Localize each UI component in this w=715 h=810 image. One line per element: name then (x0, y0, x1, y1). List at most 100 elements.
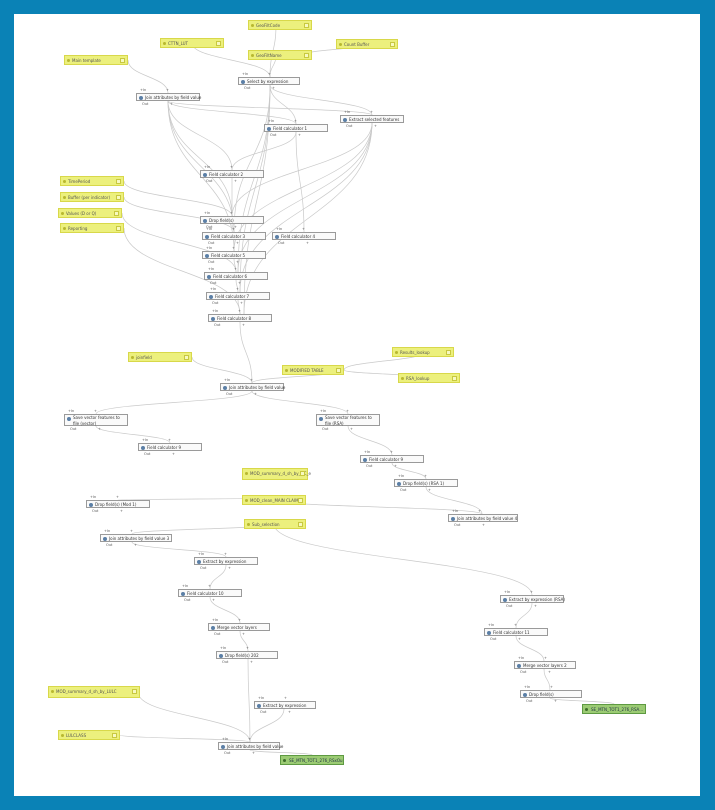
parameter-icon (251, 54, 254, 57)
input-pin[interactable] (298, 522, 303, 527)
input-count-buffer[interactable]: Count Buffer (336, 39, 398, 49)
input-mod-summary-lulc[interactable]: MOD_summary_d_sh_by_LULC (48, 686, 140, 698)
algorithm-icon (267, 127, 271, 131)
input-pin[interactable] (304, 53, 309, 58)
algorithm-join-attributes-final[interactable]: Join attributes by field value (218, 742, 283, 750)
algorithm-icon (487, 631, 491, 635)
connection-wire (119, 734, 251, 743)
algorithm-drop-fields-last[interactable]: Drop field(s) (520, 690, 582, 698)
input-pin[interactable] (120, 58, 125, 63)
input-cttn-lut[interactable]: CTTN_LUT (160, 38, 224, 48)
expand-outputs-toggle: + (134, 543, 137, 547)
input-port-label: +In (204, 211, 211, 215)
algorithm-field-calculator-10[interactable]: Field calculator 10 (178, 589, 242, 597)
algorithm-drop-fields-rsa[interactable]: Drop field(s) (RSA 1) (394, 479, 458, 487)
input-pin[interactable] (304, 23, 309, 28)
input-pin[interactable] (112, 733, 117, 738)
input-values[interactable]: Values (D or Q) (58, 208, 122, 218)
input-pin[interactable] (116, 226, 121, 231)
algorithm-field-calculator-9a[interactable]: Field calculator 9 (138, 443, 202, 451)
algorithm-extract-by-expression-1[interactable]: Extract by expression (194, 557, 258, 565)
algorithm-field-calculator-1[interactable]: Field calculator 1 (264, 124, 328, 132)
expand-inputs-toggle: + (390, 450, 393, 454)
input-pin[interactable] (216, 41, 221, 46)
algorithm-join-attributes-3[interactable]: Join attributes by field value 3 (100, 534, 172, 542)
input-pin[interactable] (452, 376, 457, 381)
input-reporting[interactable]: Reporting (60, 223, 124, 233)
algorithm-label: Save vector features to file (vector) (73, 415, 120, 426)
expand-inputs-toggle: + (230, 211, 233, 215)
algorithm-merge-vector-1[interactable]: Merge vector layers (208, 623, 270, 631)
connection-wire (235, 279, 239, 293)
input-rsa-lookup[interactable]: RSA_lookup (398, 373, 460, 383)
input-sub-selection[interactable]: Sub_selection (244, 519, 306, 529)
algorithm-extract-selected[interactable]: Extract selected features (340, 115, 404, 123)
input-label: LULCLASS (66, 733, 87, 738)
input-label: MOD_clean_MAIN CLAIMS (250, 498, 302, 503)
input-pin[interactable] (116, 179, 121, 184)
input-pin[interactable] (298, 498, 303, 503)
input-pin[interactable] (116, 195, 121, 200)
algorithm-field-calculator-4[interactable]: Field calculator 4 (272, 232, 336, 240)
input-pin[interactable] (446, 350, 451, 355)
algorithm-extract-by-expression-2[interactable]: Extract by expression (254, 701, 316, 709)
connection-wire (273, 523, 533, 596)
algorithm-field-calculator-8[interactable]: Field calculator 8 (208, 314, 272, 322)
algorithm-merge-vector-2[interactable]: Merge vector layers 2 (514, 661, 576, 669)
input-mod-summary-oc[interactable]: MOD_summary_d_sh_by_OC_e (242, 468, 311, 480)
algorithm-field-calculator-11[interactable]: Field calculator 11 (484, 628, 548, 636)
algorithm-save-vector-2[interactable]: Save vector features to file (RSA) (316, 414, 380, 426)
algorithm-drop-fields-202[interactable]: Drop field(s) 202 (216, 651, 278, 659)
input-pin[interactable] (336, 368, 341, 373)
algorithm-icon (103, 537, 107, 541)
connection-wire (209, 564, 227, 590)
algorithm-join-attributes-2[interactable]: Join attributes by field value (220, 383, 285, 391)
algorithm-field-calculator-6[interactable]: Field calculator 6 (204, 272, 268, 280)
input-results-lookup[interactable]: Results_lookup (392, 347, 454, 357)
input-lulclass[interactable]: LULCLASS (58, 730, 120, 740)
expand-outputs-toggle: + (234, 179, 237, 183)
algorithm-field-calculator-5[interactable]: Field calculator 5 (202, 251, 266, 259)
algorithm-field-calculator-2[interactable]: Field calculator 2 (200, 170, 264, 178)
input-label: Sub_selection (252, 522, 280, 527)
connection-wire (239, 122, 373, 293)
algorithm-extract-by-expression-rsa[interactable]: Extract by expression (RSA) (500, 595, 565, 603)
algorithm-join-attributes-4[interactable]: Join attributes by field value 4 (448, 514, 518, 522)
input-port-label: +In (68, 409, 75, 413)
input-port-label: +In (344, 110, 351, 114)
input-label: Buffer (per indicator) (68, 195, 111, 200)
algorithm-field-calculator-7[interactable]: Field calculator 7 (206, 292, 270, 300)
input-pin[interactable] (300, 471, 305, 476)
input-buffer[interactable]: Buffer (per indicator) (60, 192, 124, 202)
algorithm-select-by-expression[interactable]: Select by expression (238, 77, 300, 85)
input-geofilt-name[interactable]: GeoFiltName (248, 50, 312, 60)
input-pin[interactable] (114, 211, 119, 216)
algorithm-drop-fields-mod[interactable]: Drop field(s) (Mod 1) (86, 500, 150, 508)
output-rsxou[interactable]: SE_MTN_TOT1_276_RSxOu (280, 755, 344, 765)
input-pin[interactable] (184, 355, 189, 360)
algorithm-icon (221, 745, 225, 749)
algorithm-join-attributes-1[interactable]: Join attributes by field value (136, 93, 201, 101)
input-port-label: +In (504, 590, 511, 594)
input-joinfield[interactable]: joinfield (128, 352, 192, 362)
algorithm-field-calculator-9b[interactable]: Field calculator 9 (360, 455, 424, 463)
input-time-period[interactable]: TimePeriod (60, 176, 124, 186)
input-geofilt-code[interactable]: GeoFiltCode (248, 20, 312, 30)
expand-outputs-toggle: + (428, 488, 431, 492)
algorithm-icon (275, 235, 279, 239)
input-pin[interactable] (390, 42, 395, 47)
expand-outputs-toggle: + (242, 632, 245, 636)
input-modified-table[interactable]: MODIFIED TABLE (282, 365, 344, 375)
algorithm-save-vector-1[interactable]: Save vector features to file (vector) (64, 414, 128, 426)
algorithm-field-calculator-3[interactable]: Field calculator 3 (202, 232, 266, 240)
algorithm-drop-fields-1[interactable]: Drop field(s) (200, 216, 264, 224)
input-mod-clean[interactable]: MOD_clean_MAIN CLAIMS (242, 495, 306, 505)
output-rsa[interactable]: SE_MTN_TOT1_276_RSA... (582, 704, 646, 714)
model-designer-canvas[interactable]: GeoFiltCode CTTN_LUT GeoFiltName Count B… (14, 14, 700, 796)
input-main-template[interactable]: Main template (64, 55, 128, 65)
input-pin[interactable] (132, 689, 137, 694)
output-port-label: Out (244, 86, 251, 90)
input-port-label: +In (524, 685, 531, 689)
input-port-label: +In (518, 656, 525, 660)
algorithm-icon (203, 219, 207, 223)
